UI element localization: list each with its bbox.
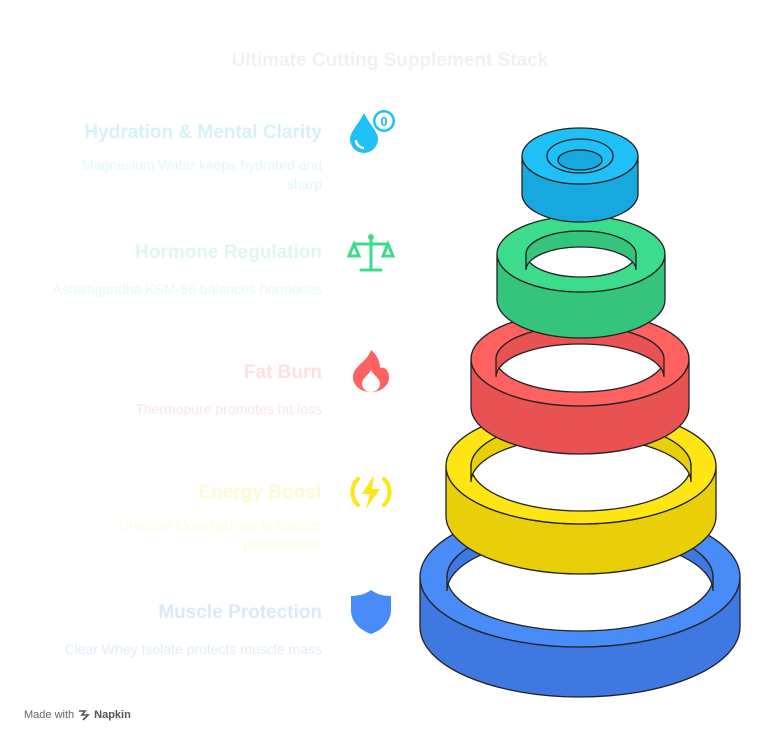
lightning-bolt-icon <box>350 475 392 509</box>
balance-scale-icon <box>346 234 396 272</box>
diagram-title: Ultimate Cutting Supplement Stack <box>231 50 549 71</box>
svg-text:0: 0 <box>380 114 387 129</box>
ring-fat-burn <box>470 311 690 455</box>
desc-hormone: Ashwagandha KSM-66 balances hormones <box>52 281 322 297</box>
flame-icon <box>352 350 390 392</box>
label-energy: Energy Boost <box>198 482 322 503</box>
desc-muscle: Clear Whey Isolate protects muscle mass <box>64 641 322 657</box>
label-fat-burn: Fat Burn <box>243 362 322 383</box>
label-hydration: Hydration & Mental Clarity <box>84 122 322 143</box>
napkin-brand: Napkin <box>94 709 131 721</box>
napkin-logo-icon <box>79 710 91 721</box>
label-hormone: Hormone Regulation <box>135 242 322 263</box>
ring-hydration <box>521 127 639 223</box>
desc-energy: Creatine Monohydrate enhances performanc… <box>118 517 322 552</box>
made-with-footer: Made with Napkin <box>24 709 131 721</box>
desc-fat-burn: Thermopure promotes fat loss <box>135 401 322 417</box>
label-muscle: Muscle Protection <box>158 602 322 623</box>
ring-hormone-regulation <box>496 215 666 339</box>
made-with-text: Made with <box>24 709 75 721</box>
desc-hydration: Magnesium Water keeps hydrated and sharp <box>82 157 322 192</box>
shield-icon <box>351 590 391 634</box>
water-drop-icon: 0 <box>350 110 395 153</box>
